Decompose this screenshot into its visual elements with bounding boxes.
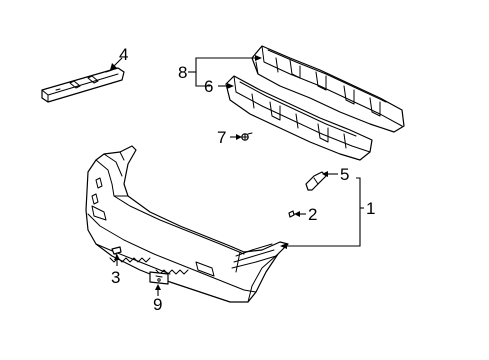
- leader-2: [294, 211, 306, 217]
- part-9-plate-bracket: [149, 271, 169, 285]
- part-1-bumper-cover: [85, 145, 289, 303]
- leader-4: [110, 57, 123, 70]
- leader-7: [230, 134, 242, 140]
- part-7-fastener: [241, 132, 253, 141]
- part-5-side-bracket: [305, 171, 327, 191]
- part-6-impact-bar: [225, 75, 373, 161]
- leader-6: [218, 83, 234, 89]
- leader-8: [188, 55, 262, 87]
- callout-9: 9: [153, 295, 162, 314]
- leader-1: [280, 177, 364, 249]
- part-4-bracket: [41, 67, 125, 103]
- callout-3: 3: [111, 268, 120, 287]
- part-3-clip: [111, 246, 122, 259]
- callout-6: 6: [204, 77, 213, 96]
- callout-4: 4: [119, 45, 128, 64]
- part-8-energy-absorber: [251, 45, 405, 133]
- callout-5: 5: [340, 165, 349, 184]
- callout-1: 1: [366, 199, 375, 218]
- callout-7: 7: [217, 128, 226, 147]
- leader-9: [155, 284, 161, 296]
- leader-3: [114, 254, 120, 266]
- callout-2: 2: [308, 205, 317, 224]
- leader-5: [322, 171, 338, 177]
- callout-8: 8: [178, 63, 187, 82]
